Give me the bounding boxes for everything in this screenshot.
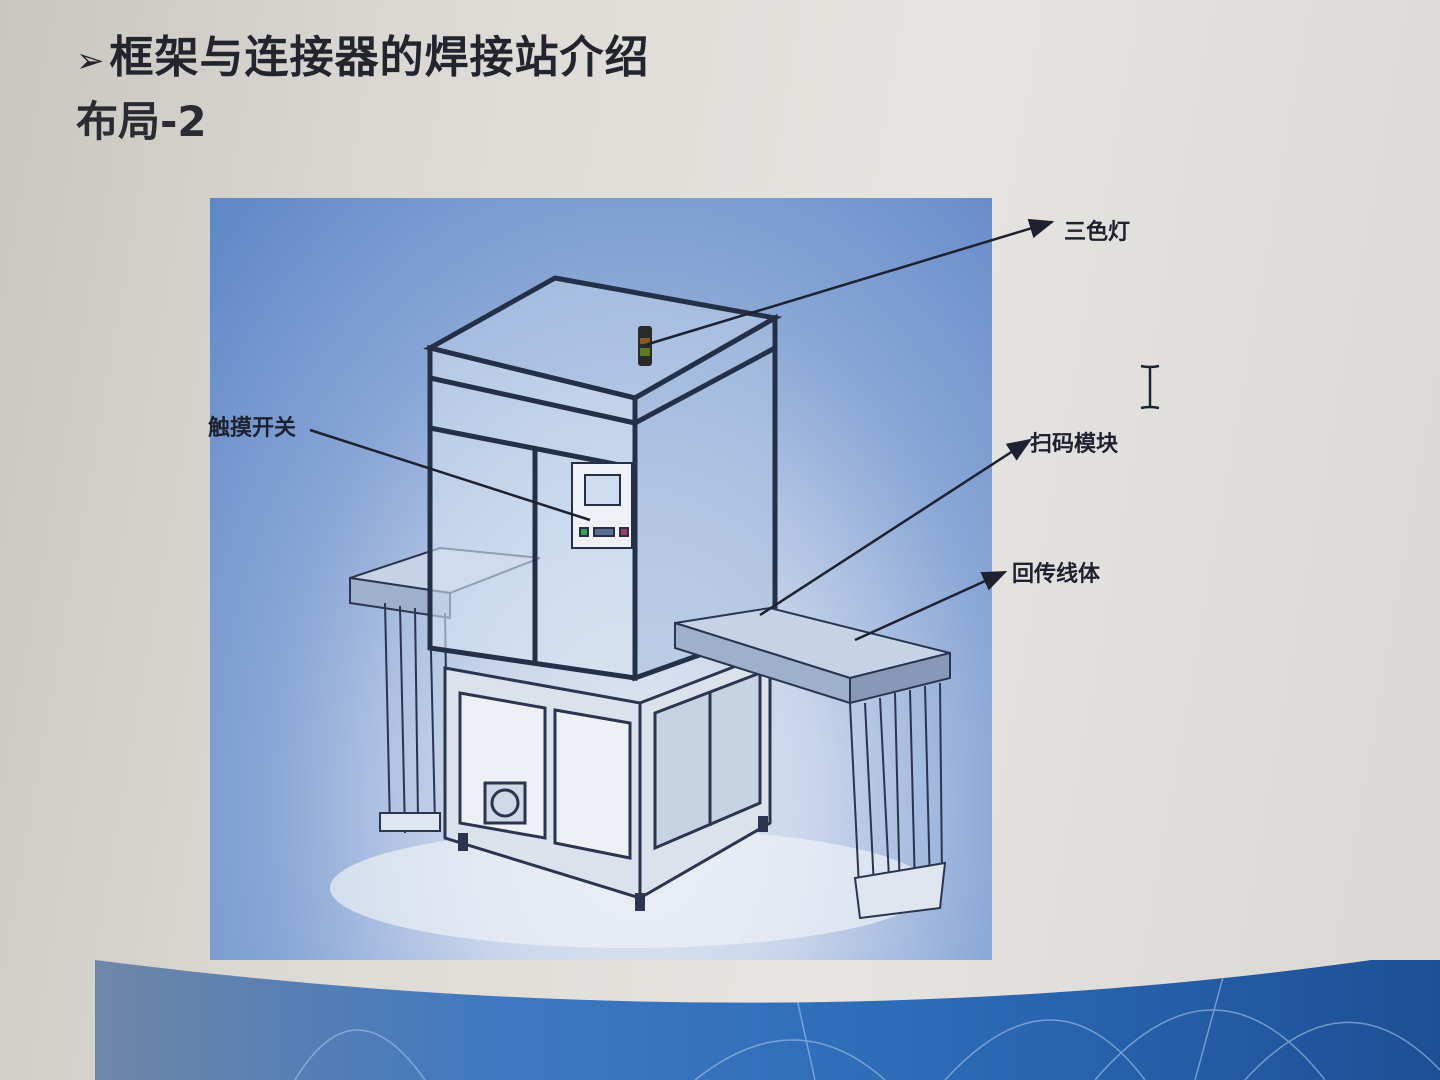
label-scan-module: 扫码模块 — [1030, 432, 1119, 457]
footer-decoration — [95, 960, 1440, 1080]
welding-station-illustration — [330, 275, 951, 948]
slide-title: ➢框架与连接器的焊接站介绍 — [76, 32, 650, 87]
arrow-bullet-icon: ➢ — [76, 41, 106, 81]
slide-subtitle: 布局-2 — [76, 97, 207, 146]
footer-wave-pattern — [95, 960, 1440, 1080]
label-return-line: 回传线体 — [1012, 562, 1101, 587]
machine-diagram — [210, 198, 992, 960]
label-touch-switch: 触摸开关 — [208, 416, 297, 441]
label-tri-color-light: 三色灯 — [1064, 220, 1131, 245]
slide-title-text: 框架与连接器的焊接站介绍 — [109, 32, 650, 83]
text-cursor-icon — [1140, 364, 1160, 410]
